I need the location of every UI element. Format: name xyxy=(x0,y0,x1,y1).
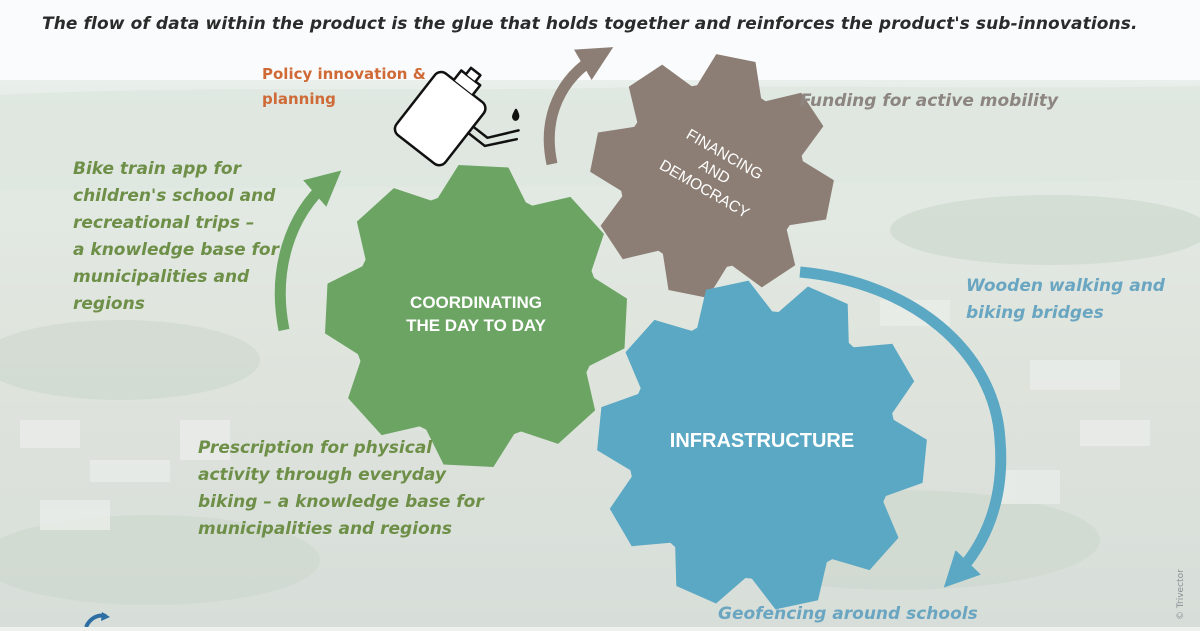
arrow-blue xyxy=(799,266,1007,588)
note-prescription-line: Prescription for physical xyxy=(198,438,433,458)
oil-can-icon xyxy=(393,66,520,167)
gear-coordinating xyxy=(325,165,627,467)
gear-label-infrastructure: INFRASTRUCTURE xyxy=(670,430,854,452)
gear-label-coordinating-1: COORDINATING xyxy=(410,293,542,312)
arrow-gray xyxy=(543,47,614,166)
gear-infrastructure xyxy=(597,280,927,610)
note-bike-train-line: municipalities and xyxy=(73,267,250,287)
arrow-green xyxy=(274,170,342,332)
note-bike-train-line: Bike train app for xyxy=(73,159,241,179)
note-prescription: Prescription for physical activity throu… xyxy=(198,435,484,543)
gear-financing xyxy=(590,54,834,298)
logo-mark-icon xyxy=(84,612,110,628)
note-bike-train-line: recreational trips – xyxy=(73,213,255,233)
note-prescription-line: municipalities and regions xyxy=(198,519,452,539)
note-wooden-bridges: Wooden walking and biking bridges xyxy=(966,273,1165,327)
copyright: © Trivector xyxy=(1176,569,1186,620)
note-bike-train-line: a knowledge base for xyxy=(73,240,279,260)
note-wooden-line: Wooden walking and xyxy=(966,276,1165,296)
gear-label-coordinating-2: THE DAY TO DAY xyxy=(406,316,546,335)
note-bike-train: Bike train app for children's school and… xyxy=(73,156,279,318)
note-geofencing-line: Geofencing around schools xyxy=(718,604,978,624)
note-prescription-line: biking – a knowledge base for xyxy=(198,492,484,512)
note-wooden-line: biking bridges xyxy=(966,303,1104,323)
note-funding-line: Funding for active mobility xyxy=(800,91,1059,111)
note-policy-line: Policy innovation & xyxy=(262,65,426,83)
note-policy-line: planning xyxy=(262,90,336,108)
note-bike-train-line: children's school and xyxy=(73,186,276,206)
note-prescription-line: activity through everyday xyxy=(198,465,446,485)
note-bike-train-line: regions xyxy=(73,294,145,314)
note-funding: Funding for active mobility xyxy=(800,88,1058,115)
note-policy: Policy innovation & planning xyxy=(262,62,426,112)
note-geofencing: Geofencing around schools xyxy=(718,601,978,628)
headline: The flow of data within the product is t… xyxy=(42,14,1138,34)
